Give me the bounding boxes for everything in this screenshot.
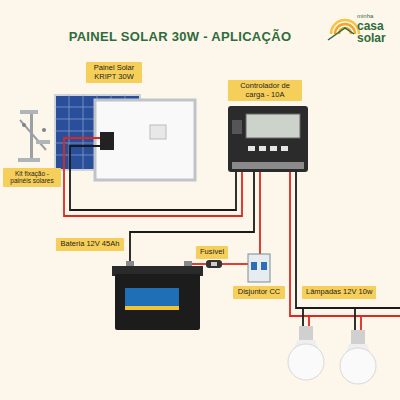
battery-body xyxy=(115,274,200,330)
controller-button xyxy=(281,146,288,151)
bulb-globe xyxy=(340,348,376,384)
label-box: Bateria 12V 45Ah xyxy=(56,238,124,251)
diagram-title: PAINEL SOLAR 30W - APLICAÇÃO xyxy=(40,30,320,44)
bulb-base xyxy=(299,326,313,340)
mounting-kit xyxy=(18,110,50,162)
red-wire xyxy=(64,138,242,216)
label-text: Disjuntor CC xyxy=(237,288,281,297)
controller-button xyxy=(270,146,277,151)
label-box: Kit fixação - painéis solares xyxy=(3,168,61,187)
controller-button xyxy=(259,146,266,151)
label-box: Fusível xyxy=(196,246,228,259)
controller-body xyxy=(228,106,308,172)
kit-plate xyxy=(18,158,40,162)
solar-panel-back xyxy=(95,100,195,180)
kit-bar xyxy=(30,112,33,162)
red-wire xyxy=(259,172,261,254)
kit-bolt xyxy=(22,123,26,127)
kit-plate xyxy=(20,110,38,114)
red-wire xyxy=(222,263,248,265)
bulb-globe xyxy=(288,344,324,380)
logo-text: casa xyxy=(357,20,384,32)
label-box: Lâmpadas 12V 10w xyxy=(302,286,376,299)
logo-text: solar xyxy=(357,32,386,44)
sun-arc xyxy=(331,20,359,34)
label-text: Kit fixação - painéis solares xyxy=(7,170,57,185)
controller-terminals xyxy=(232,162,304,169)
controller-lcd xyxy=(246,114,300,138)
kit-plate xyxy=(36,140,50,144)
black-wire xyxy=(302,308,304,326)
breaker-toggle xyxy=(261,262,267,270)
fuse-body xyxy=(206,260,222,268)
red-wire xyxy=(290,172,400,316)
kit-brace xyxy=(20,120,46,150)
red-wire xyxy=(360,316,362,330)
bulb-base xyxy=(351,330,365,344)
black-wire xyxy=(70,146,236,210)
logo-text: minha xyxy=(357,13,373,19)
breaker-body xyxy=(248,254,270,282)
charge-controller xyxy=(228,106,308,172)
kit-bolt xyxy=(42,128,46,132)
junction-box xyxy=(100,132,114,150)
lamp-bulb xyxy=(288,326,324,380)
black-wire xyxy=(130,172,254,261)
label-box: Controlador de carga - 10A xyxy=(228,80,302,101)
dc-breaker xyxy=(248,254,270,282)
fuse-window xyxy=(211,262,217,266)
logo-roof xyxy=(328,28,354,40)
panel-frame xyxy=(95,100,195,180)
logo-sun xyxy=(328,20,359,40)
panel-sticker xyxy=(150,125,166,139)
red-wire xyxy=(192,263,206,265)
controller-logo xyxy=(232,120,242,134)
label-text: Controlador de carga - 10A xyxy=(232,82,298,99)
controller-button xyxy=(248,146,255,151)
battery-label xyxy=(125,288,179,310)
red-wire xyxy=(308,316,310,326)
label-text: Lâmpadas 12V 10w xyxy=(306,288,372,297)
lamp-bulb xyxy=(340,330,376,384)
breaker-toggle xyxy=(251,262,257,270)
label-box: Disjuntor CC xyxy=(233,286,285,299)
black-wire xyxy=(296,172,400,308)
label-box: Painel Solar KRIPT 30W xyxy=(86,62,142,83)
black-wire xyxy=(354,308,356,330)
fuse xyxy=(206,260,222,268)
label-text: Painel Solar KRIPT 30W xyxy=(90,64,138,81)
battery-stripe xyxy=(125,306,179,310)
label-text: Bateria 12V 45Ah xyxy=(60,240,120,249)
label-text: Fusível xyxy=(200,248,224,257)
wiring xyxy=(64,138,400,330)
battery xyxy=(112,261,203,330)
